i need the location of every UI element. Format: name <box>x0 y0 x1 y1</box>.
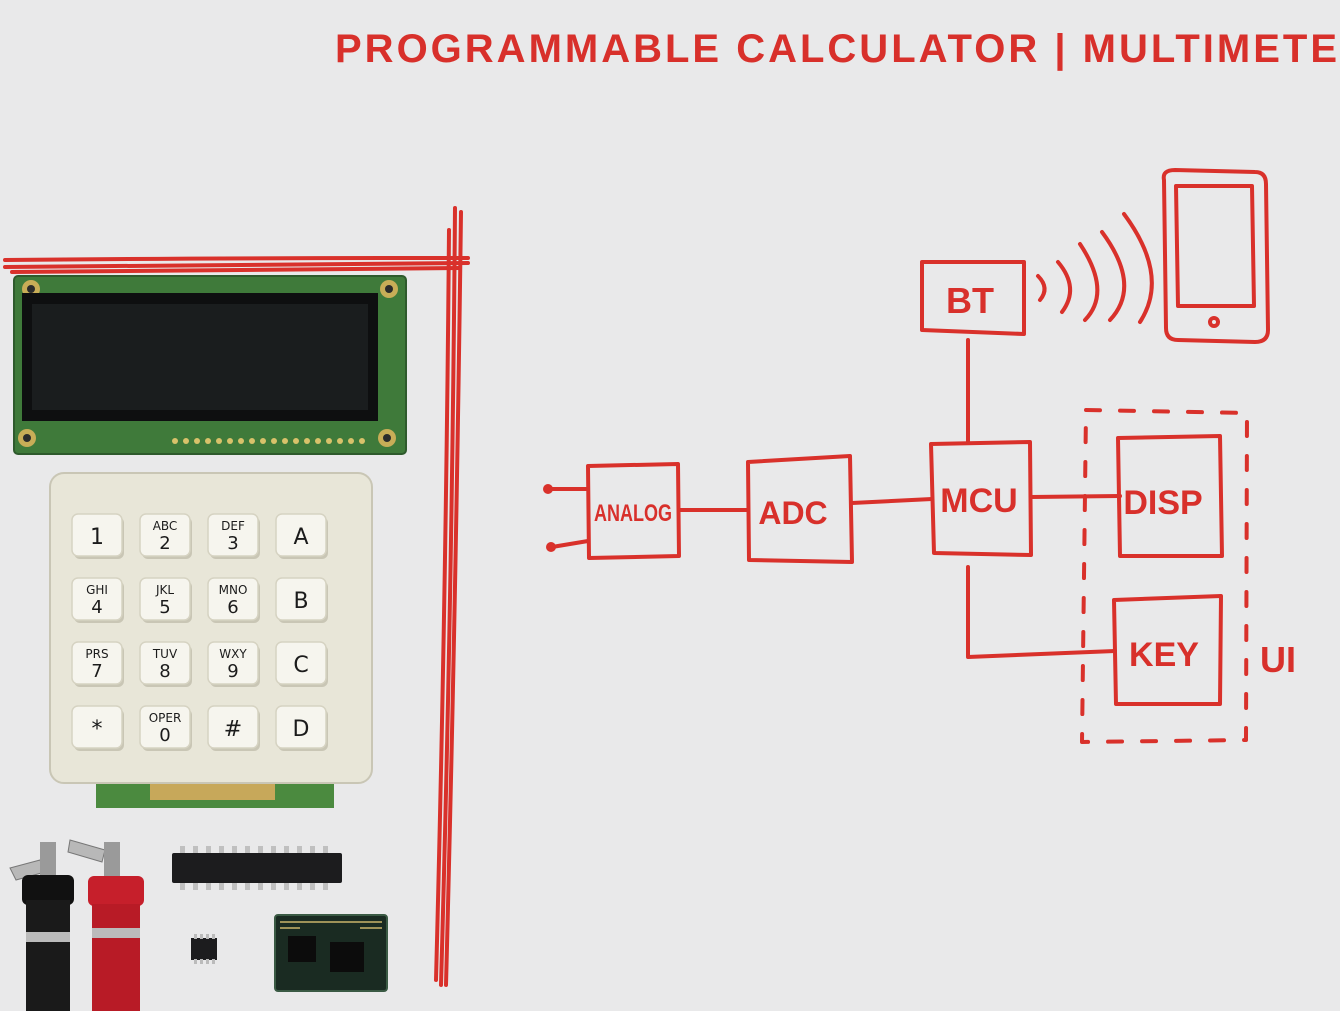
diagram-wires <box>543 338 1122 659</box>
block-bt-label: BT <box>946 280 994 321</box>
input-wire-bottom <box>550 539 590 549</box>
block-adc-label: ADC <box>758 495 827 531</box>
keypad-key-label: 3 <box>227 533 238 554</box>
keypad-key-label: 6 <box>227 597 238 618</box>
block-key-label: KEY <box>1129 636 1199 674</box>
wire-adc-mcu <box>850 497 934 505</box>
keypad-key-sublabel: WXY <box>219 647 247 661</box>
keypad-keycap <box>207 577 259 621</box>
block-disp-label: DISP <box>1123 484 1202 522</box>
keypad-keycap <box>71 513 123 557</box>
wireless-waves-icon <box>1036 212 1154 324</box>
keypad-key-sublabel: JKL <box>155 583 174 597</box>
keypad-key-sublabel: MNO <box>219 583 248 597</box>
keypad-keycap <box>139 513 191 557</box>
binding-post-red <box>67 839 144 1011</box>
keypad-keycap <box>139 641 191 685</box>
keypad-keycap <box>275 513 327 557</box>
ui-group-label: UI <box>1260 639 1296 680</box>
keypad-key[interactable]: 1 <box>71 513 124 559</box>
lcd-screen <box>32 304 368 410</box>
block-key: KEY <box>1112 594 1223 706</box>
keypad-key-sublabel: PRS <box>85 647 108 661</box>
binding-post-black <box>9 842 74 1011</box>
bluetooth-module-board <box>274 914 388 992</box>
keypad-key[interactable]: A <box>275 513 328 559</box>
keypad-key-label: 0 <box>159 725 170 746</box>
keypad-keycap <box>71 641 123 685</box>
keypad-key-label: # <box>224 717 242 742</box>
dip-ic-chip <box>172 846 342 890</box>
input-terminal-bottom <box>546 542 556 552</box>
block-mcu-label: MCU <box>940 482 1017 520</box>
keypad-key-label: 5 <box>159 597 170 618</box>
soic-chip <box>191 934 217 964</box>
input-terminal-top <box>543 484 553 494</box>
keypad-key-sublabel: DEF <box>221 519 245 533</box>
block-disp: DISP <box>1116 434 1224 558</box>
keypad-key-sublabel: ABC <box>153 519 178 533</box>
keypad-keycap <box>275 577 327 621</box>
keypad-key-label: * <box>92 717 103 742</box>
block-bt: BT <box>920 260 1026 336</box>
keypad-key-sublabel: GHI <box>86 583 108 597</box>
keypad-keycap <box>71 705 123 749</box>
block-analog: ANALOG <box>586 462 681 560</box>
keypad-keycap <box>139 577 191 621</box>
keypad-key-label: A <box>293 525 308 550</box>
divider-lines <box>3 206 470 987</box>
keypad-key-label: 7 <box>91 661 102 682</box>
keypad-keycap <box>275 641 327 685</box>
lcd-module <box>13 275 407 455</box>
block-mcu: MCU <box>929 440 1033 557</box>
keypad-key-sublabel: OPER <box>149 711 182 725</box>
keypad-keycap <box>207 705 259 749</box>
keypad-key[interactable]: D <box>275 705 328 751</box>
keypad-keycap <box>207 513 259 557</box>
block-adc: ADC <box>746 454 854 564</box>
keypad-keycap <box>71 577 123 621</box>
keypad-keycap <box>275 705 327 749</box>
keypad-key[interactable]: B <box>275 577 328 623</box>
smartphone-icon <box>1161 168 1270 344</box>
keypad-key-sublabel: TUV <box>152 647 178 661</box>
keypad-key[interactable]: # <box>207 705 260 751</box>
keypad-key-label: 9 <box>227 661 238 682</box>
keypad-key-label: B <box>293 589 308 614</box>
keypad-key-label: 1 <box>90 525 104 550</box>
page-title: PROGRAMMABLE CALCULATOR | MULTIMETER <box>335 27 1340 71</box>
wire-mcu-key <box>966 565 1117 659</box>
keypad-key[interactable]: * <box>71 705 124 751</box>
keypad-key[interactable]: C <box>275 641 328 687</box>
keypad-key-label: D <box>293 717 310 742</box>
keypad-key-label: 2 <box>159 533 170 554</box>
ui-group: UI <box>1080 408 1296 744</box>
keypad-key-label: C <box>293 653 308 678</box>
block-analog-label: ANALOG <box>594 500 672 527</box>
keypad-key-label: 4 <box>91 597 102 618</box>
wire-mcu-disp <box>1029 494 1122 499</box>
keypad-keycap <box>139 705 191 749</box>
keypad-keycap <box>207 641 259 685</box>
keypad-key-label: 8 <box>159 661 170 682</box>
